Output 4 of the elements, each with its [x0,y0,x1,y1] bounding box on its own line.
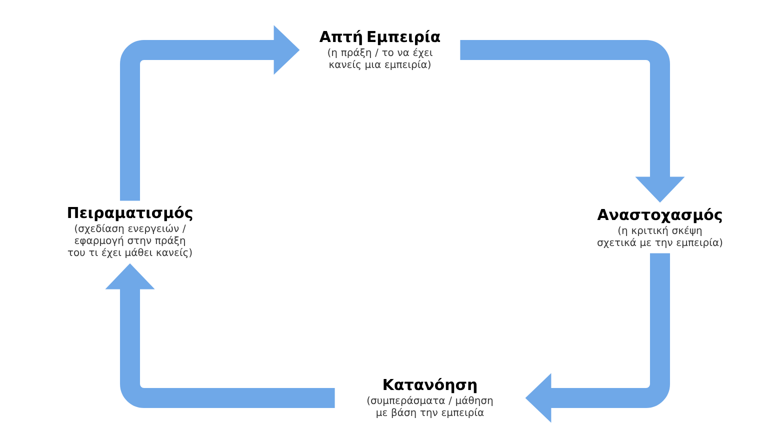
stage-label: Αναστοχασμός (η κριτική σκέψη σχετικά με την εμπειρία) [597,208,722,248]
stage-label: Πειραματισμός (σχεδίαση ενεργειών / εφαρμογή στην πράξη του τι έχει μάθει κανείς) [68,206,192,258]
stage-label: Απτή Εμπειρία (η πράξη / το να έχει κανείς μια εμπειρία) [319,30,440,70]
stage-label: Κατανόηση (συμπεράσματα / μάθηση με βάση την εμπειρία [367,378,493,418]
